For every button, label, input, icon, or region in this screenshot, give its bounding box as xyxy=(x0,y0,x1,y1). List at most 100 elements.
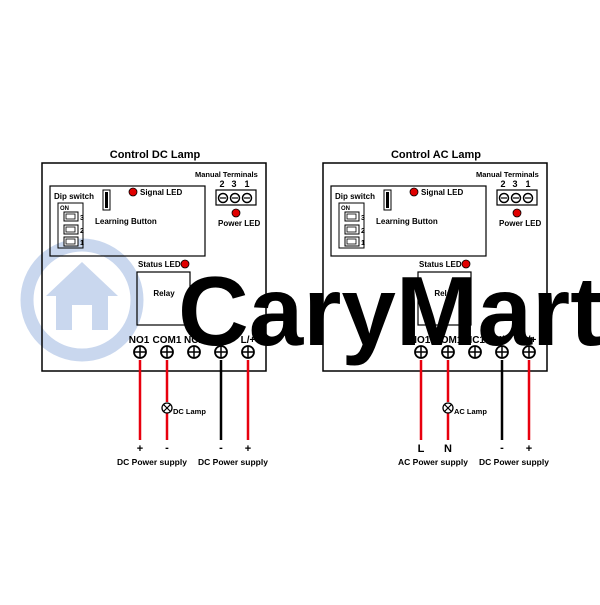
relay-label: Relay xyxy=(153,289,175,298)
manual-terminal-number: 3 xyxy=(512,179,517,189)
manual-terminal-screw-icon xyxy=(241,192,253,204)
terminal-label-l: L/+ xyxy=(522,335,537,346)
manual-terminal-screw-icon xyxy=(217,192,229,204)
dip-number: 2 xyxy=(80,228,84,235)
dip-number: 1 xyxy=(80,240,84,247)
dip-number: 2 xyxy=(361,228,365,235)
terminal-screw-icon xyxy=(187,345,201,359)
supply-left-caption: DC Power supply xyxy=(117,457,187,467)
supply-right-neg-label: - xyxy=(219,442,223,454)
dip-switch-3 xyxy=(63,211,79,222)
terminal-label-nc1: NC1 xyxy=(465,335,485,346)
dip-switch-2 xyxy=(344,224,360,235)
power-led xyxy=(512,208,522,218)
receiver-module xyxy=(49,185,206,257)
manual-terminal-screw-icon xyxy=(229,192,241,204)
terminal-screw-icon xyxy=(241,345,255,359)
terminal-screw-icon xyxy=(522,345,536,359)
manual-terminals-label: Manual Terminals xyxy=(195,170,258,179)
terminal-screw-icon xyxy=(414,345,428,359)
signal-led-label: Signal LED xyxy=(421,188,463,197)
relay xyxy=(417,271,472,326)
supply-left-neg-label: N xyxy=(444,443,452,455)
dip-switch-1 xyxy=(63,236,79,247)
manual-terminal-number: 2 xyxy=(500,179,505,189)
manual-terminal-number: 3 xyxy=(231,179,236,189)
dip-switch-3 xyxy=(344,211,360,222)
lamp-label: AC Lamp xyxy=(454,407,487,416)
watermark: CaryMart xyxy=(20,238,600,366)
manual-terminal-screw-icon xyxy=(522,192,534,204)
power-led-label: Power LED xyxy=(499,219,541,228)
manual-terminal-block xyxy=(215,189,257,206)
terminal-screw-icon xyxy=(214,345,228,359)
supply-right-caption: DC Power supply xyxy=(479,457,549,467)
status-led-label: Status LED xyxy=(138,260,181,269)
lamp-icon xyxy=(442,402,454,414)
dip-number: 1 xyxy=(361,240,365,247)
supply-right-pos-label: + xyxy=(526,443,532,455)
manual-terminal-screw-icon xyxy=(498,192,510,204)
terminal-label-nc1: NC1 xyxy=(184,335,204,346)
relay xyxy=(136,271,191,326)
diagram-dc-lamp: Control DC Lamp Dip switch ON 3 2 1 Lear… xyxy=(41,149,268,467)
controller-board xyxy=(322,162,548,372)
terminal-screw-icon xyxy=(495,345,509,359)
dip-switch xyxy=(338,202,365,249)
terminal-screw-icon xyxy=(468,345,482,359)
dip-switch-label: Dip switch xyxy=(335,192,375,201)
terminal-screw-icon xyxy=(441,345,455,359)
supply-left-pos-label: + xyxy=(137,443,143,455)
signal-led xyxy=(409,187,419,197)
status-led xyxy=(180,259,190,269)
dip-switch-1 xyxy=(344,236,360,247)
controller-board xyxy=(41,162,267,372)
terminal-label-n: N/- xyxy=(213,335,226,346)
dip-switch-2 xyxy=(63,224,79,235)
terminal-label-l: L/+ xyxy=(241,335,256,346)
dip-on-label: ON xyxy=(60,206,69,212)
supply-right-caption: DC Power supply xyxy=(198,457,268,467)
learning-button-label: Learning Button xyxy=(95,217,157,226)
terminal-label-no1: NO1 xyxy=(129,335,150,346)
supply-left-neg-label: - xyxy=(165,442,169,454)
dip-number: 3 xyxy=(361,215,365,222)
receiver-module xyxy=(330,185,487,257)
manual-terminal-number: 1 xyxy=(244,179,249,189)
terminal-screw-icon xyxy=(133,345,147,359)
supply-left-pos-label: L xyxy=(418,443,425,455)
learning-button-label: Learning Button xyxy=(376,217,438,226)
status-led-label: Status LED xyxy=(419,260,462,269)
signal-led xyxy=(128,187,138,197)
terminal-label-com1: COM1 xyxy=(153,335,182,346)
terminal-label-n: N/- xyxy=(494,335,507,346)
signal-led-label: Signal LED xyxy=(140,188,182,197)
manual-terminal-block xyxy=(496,189,538,206)
terminal-label-no1: NO1 xyxy=(410,335,431,346)
supply-left-caption: AC Power supply xyxy=(398,457,468,467)
dip-switch-label: Dip switch xyxy=(54,192,94,201)
manual-terminal-number: 1 xyxy=(525,179,530,189)
lamp-label: DC Lamp xyxy=(173,407,206,416)
dip-number: 3 xyxy=(80,215,84,222)
terminal-label-com1: COM1 xyxy=(434,335,463,346)
manual-terminal-screw-icon xyxy=(510,192,522,204)
supply-right-pos-label: + xyxy=(245,443,251,455)
diagram-ac-lamp: Control AC Lamp Dip switch ON 3 2 1 Lear… xyxy=(322,149,549,467)
dip-switch xyxy=(57,202,84,249)
manual-terminals-label: Manual Terminals xyxy=(476,170,539,179)
watermark-house-shape xyxy=(46,262,118,330)
dip-on-label: ON xyxy=(341,206,350,212)
diagram-title: Control DC Lamp xyxy=(110,149,201,161)
supply-right-neg-label: - xyxy=(500,442,504,454)
power-led xyxy=(231,208,241,218)
manual-terminal-number: 2 xyxy=(219,179,224,189)
lamp-icon xyxy=(161,402,173,414)
diagram-title: Control AC Lamp xyxy=(391,149,481,161)
status-led xyxy=(461,259,471,269)
terminal-screw-icon xyxy=(160,345,174,359)
power-led-label: Power LED xyxy=(218,219,260,228)
relay-label: Relay xyxy=(434,289,456,298)
